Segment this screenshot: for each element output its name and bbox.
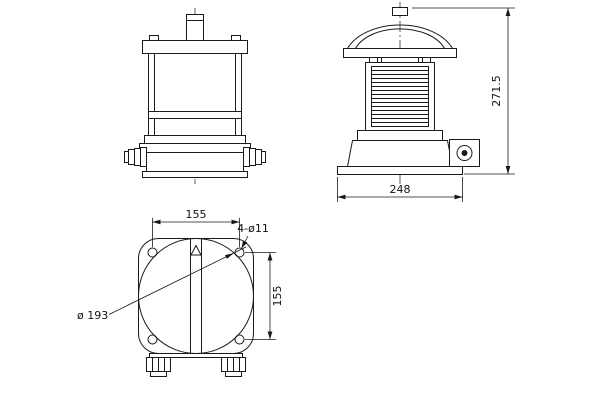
dome-cap: [392, 7, 408, 16]
dimension-bolt-spacing-vertical: 155: [245, 252, 284, 340]
mounting-hole: [234, 334, 245, 345]
base-ring: [144, 135, 246, 144]
knob-center: [461, 150, 468, 156]
neck: [381, 57, 419, 63]
base-body: [346, 140, 454, 167]
dome: [347, 24, 453, 49]
knob: [456, 145, 473, 161]
callout-text-flange-diameter: ø 193: [77, 309, 108, 322]
orientation-mark: [190, 244, 202, 256]
base-plate: [337, 166, 463, 175]
fresnel-lens: [371, 66, 429, 127]
top-flange: [142, 40, 248, 54]
bottom-band: [149, 353, 243, 358]
mid-ring: [148, 111, 242, 119]
screw-nub: [231, 35, 241, 41]
leader-arrow: [225, 253, 234, 259]
dim-text-overall-height: 271.5: [490, 75, 503, 107]
screw-nub: [149, 35, 159, 41]
dome-ring: [343, 48, 457, 58]
callout-text-bolt-holes: 4-ø11: [237, 222, 269, 235]
lens-housing: [365, 62, 435, 131]
lens-base-flange: [357, 130, 443, 141]
front-view: [124, 8, 266, 184]
cable-gland-right: [243, 147, 266, 167]
callout-flange-diameter: ø 193: [77, 246, 247, 322]
upper-body: [148, 53, 242, 112]
base-plate: [142, 171, 248, 178]
lower-body: [148, 118, 242, 136]
side-view: [337, 2, 480, 184]
base-flange: [139, 143, 251, 153]
dimension-overall-width: 248: [337, 177, 463, 202]
dim-text-bolt-spacing-horizontal: 155: [186, 208, 207, 221]
cable-gland-bottom-left: [146, 357, 171, 377]
top-post: [186, 14, 204, 41]
plan-view: [138, 238, 254, 377]
fresnel-ridges: [371, 70, 429, 123]
mounting-hole: [147, 247, 158, 258]
dim-text-overall-width: 248: [390, 183, 411, 196]
dome-inner: [355, 28, 445, 49]
cable-gland-bottom-right: [221, 357, 246, 377]
dim-text-bolt-spacing-vertical: 155: [271, 286, 284, 307]
cable-gland-left: [124, 147, 147, 167]
callout-bolt-holes: 4-ø11: [237, 222, 269, 249]
dimension-overall-height: 271.5: [412, 7, 515, 175]
base-body: [146, 152, 244, 172]
screw-nub: [369, 57, 378, 63]
screw-nub: [422, 57, 431, 63]
dimension-bolt-spacing-horizontal: 155: [152, 208, 240, 247]
mounting-hole: [147, 334, 158, 345]
